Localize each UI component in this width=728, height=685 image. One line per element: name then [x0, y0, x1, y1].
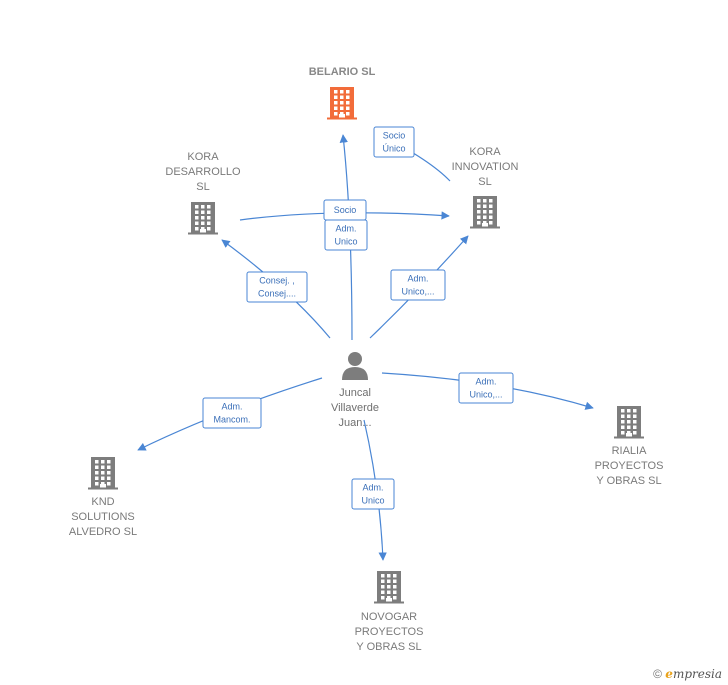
edge-label-text: Consej. ,: [259, 276, 295, 286]
node-knd[interactable]: KND SOLUTIONS ALVEDRO SL: [69, 457, 137, 538]
node-label: Juan...: [338, 417, 371, 429]
edge-label-box[interactable]: [458, 372, 514, 404]
copyright-symbol: ©: [653, 667, 662, 681]
building-icon: [327, 87, 357, 120]
watermark: © empresia: [653, 667, 722, 681]
node-label: PROYECTOS: [595, 460, 664, 472]
node-label: INNOVATION: [452, 161, 519, 173]
node-label: KORA: [187, 151, 219, 163]
node-label: SOLUTIONS: [71, 511, 135, 523]
brand-logo: empresia: [665, 667, 722, 681]
node-label: Y OBRAS SL: [596, 475, 661, 487]
node-label: SL: [478, 176, 491, 188]
edge-label-e8[interactable]: Adm. Unico: [351, 478, 395, 510]
building-icon: [470, 196, 500, 229]
building-icon: [188, 202, 218, 235]
node-novogar[interactable]: NOVOGAR PROYECTOS Y OBRAS SL: [355, 571, 424, 653]
nodes-layer: BELARIO SL KORA DESARROLLO SL KORA INNOVATION…: [69, 66, 664, 653]
edge-label-text: Unico,...: [469, 390, 502, 400]
edge-label-box[interactable]: [390, 269, 446, 301]
edge-label-box[interactable]: [202, 397, 262, 429]
building-icon: [374, 571, 404, 604]
person-icon: [342, 352, 368, 380]
building-icon: [614, 406, 644, 439]
node-label: NOVOGAR: [361, 611, 417, 623]
edge-label-text: Adm.: [407, 274, 428, 284]
edge-label-text: Mancom.: [213, 415, 250, 425]
node-label: ALVEDRO SL: [69, 526, 137, 538]
node-label: KORA: [469, 146, 501, 158]
edge-label-e7[interactable]: Adm. Mancom.: [202, 397, 262, 429]
edge-label-text: Único: [382, 144, 405, 154]
edge-label-text: Adm.: [475, 377, 496, 387]
node-kora_innovation[interactable]: KORA INNOVATION SL: [452, 146, 519, 229]
edge-label-e5[interactable]: Adm. Unico,...: [390, 269, 446, 301]
edge-label-box[interactable]: [373, 126, 415, 158]
edge-label-e4[interactable]: Consej. , Consej....: [246, 271, 308, 303]
node-label: SL: [196, 181, 209, 193]
node-label: DESARROLLO: [165, 166, 241, 178]
node-juncal[interactable]: JuncalVillaverdeJuan...: [331, 352, 379, 429]
edge-label-text: Socio: [383, 131, 406, 141]
edge-label-text: Unico: [361, 496, 384, 506]
building-icon: [88, 457, 118, 490]
node-label: BELARIO SL: [309, 66, 376, 78]
node-label: PROYECTOS: [355, 626, 424, 638]
node-label: Villaverde: [331, 402, 379, 414]
edge-label-e2[interactable]: Socio: [323, 199, 367, 221]
edge-label-e3[interactable]: Adm. Unico: [324, 219, 368, 251]
edge-label-text: Unico,...: [401, 287, 434, 297]
node-label: KND: [91, 496, 114, 508]
edge-label-text: Adm.: [221, 402, 242, 412]
node-label: Juncal: [339, 387, 371, 399]
edge-label-box[interactable]: [246, 271, 308, 303]
edge-label-text: Consej....: [258, 289, 296, 299]
edge-label-text: Adm.: [362, 483, 383, 493]
edge-label-box[interactable]: [324, 219, 368, 251]
edge-label-text: Socio: [334, 205, 357, 215]
node-rialia[interactable]: RIALIA PROYECTOS Y OBRAS SL: [595, 406, 664, 487]
edge-label-e6[interactable]: Adm. Unico,...: [458, 372, 514, 404]
node-kora_desarrollo[interactable]: KORA DESARROLLO SL: [165, 151, 241, 235]
node-label: RIALIA: [612, 445, 648, 457]
edge-label-text: Adm.: [335, 224, 356, 234]
node-label: Y OBRAS SL: [356, 641, 421, 653]
edge-label-text: Unico: [334, 237, 357, 247]
edge-label-box[interactable]: [351, 478, 395, 510]
node-belario[interactable]: BELARIO SL: [309, 66, 376, 120]
